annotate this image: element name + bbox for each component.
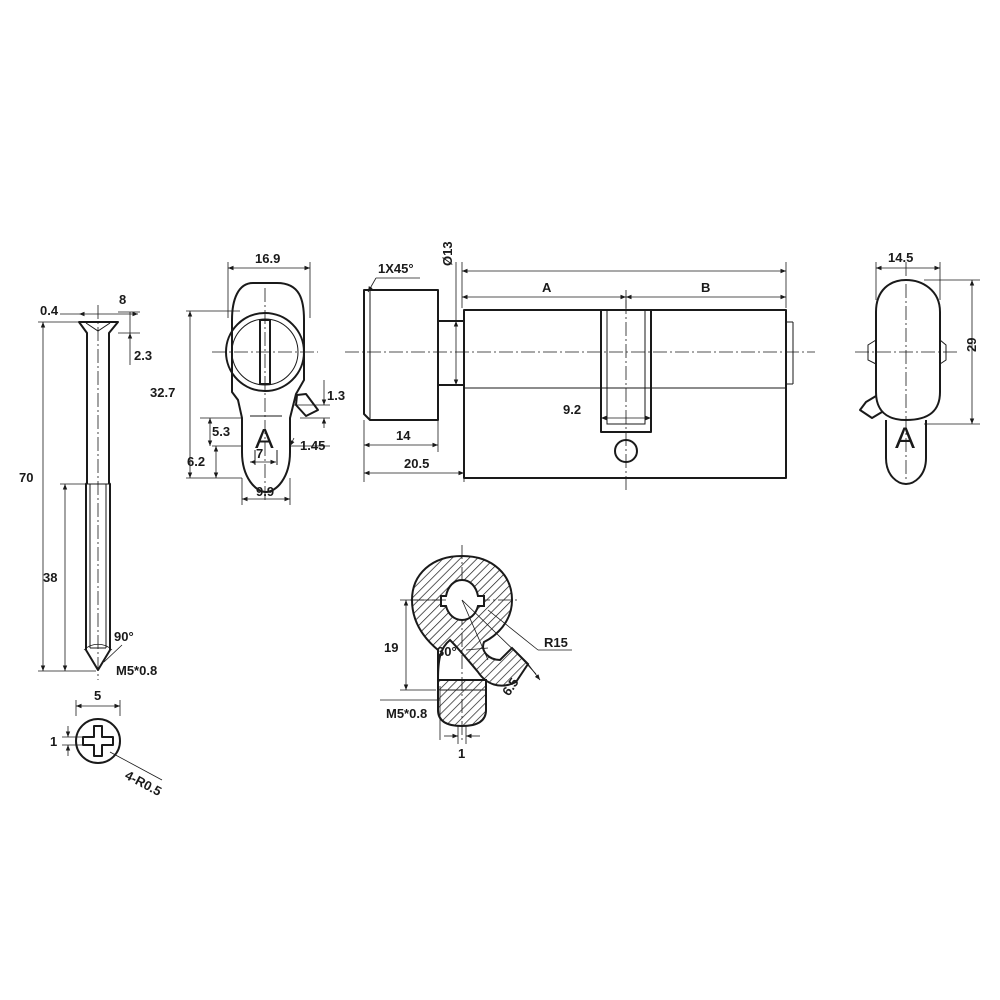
chamfer-label: 1X45° — [378, 261, 414, 276]
screw-thread-label: M5*0.8 — [116, 663, 157, 678]
side-e-label: 9.9 — [256, 484, 274, 499]
cylinder-side-view: A 16.9 32.7 1.3 5.3 6.2 7 1.45 9.9 — [150, 251, 345, 505]
cylinder-end-view: A 14.5 29 — [855, 250, 980, 485]
section-angle-label: 30° — [437, 644, 457, 659]
side-c-label: 7 — [256, 446, 263, 461]
end-logo-letter: A — [895, 422, 915, 455]
section-height-label: 19 — [384, 640, 398, 655]
knob-length-label: 14 — [396, 428, 411, 443]
screw-side-view: 0.4 8 2.3 70 38 90° M5*0.8 — [19, 292, 157, 680]
length-a-label: A — [542, 280, 552, 295]
end-width-label: 14.5 — [888, 250, 913, 265]
screw-corner-radius-label: 4-R0.5 — [123, 767, 165, 799]
section-radius-label: R15 — [544, 635, 568, 650]
end-height-label: 29 — [964, 338, 979, 352]
cam-width-label: 9.2 — [563, 402, 581, 417]
side-height-label: 32.7 — [150, 385, 175, 400]
side-b-label: 6.2 — [187, 454, 205, 469]
shaft-dia-label: Ø13 — [440, 241, 455, 266]
screw-slot-width-label: 1 — [50, 734, 57, 749]
screw-total-length-label: 70 — [19, 470, 33, 485]
screw-head-depth-label: 2.3 — [134, 348, 152, 363]
side-width-label: 16.9 — [255, 251, 280, 266]
side-a-label: 5.3 — [212, 424, 230, 439]
screw-head-dia-label: 8 — [119, 292, 126, 307]
screw-end-view: 5 1 4-R0.5 — [50, 688, 164, 799]
side-clearance-label: 1.3 — [327, 388, 345, 403]
section-thread-label: M5*0.8 — [386, 706, 427, 721]
side-d-label: 1.45 — [300, 438, 325, 453]
section-view: 19 30° R15 6.5 M5*0.8 1 — [380, 545, 572, 761]
brand-logo-letter: A — [255, 423, 274, 454]
screw-head-width-label: 0.4 — [40, 303, 59, 318]
knob-offset-label: 20.5 — [404, 456, 429, 471]
cylinder-front-view: 1X45° Ø13 A B 9.2 14 20.5 — [345, 241, 815, 490]
section-gap-label: 1 — [458, 746, 465, 761]
screw-end-dia-label: 5 — [94, 688, 101, 703]
length-b-label: B — [701, 280, 710, 295]
screw-tip-angle-label: 90° — [114, 629, 134, 644]
screw-thread-length-label: 38 — [43, 570, 57, 585]
